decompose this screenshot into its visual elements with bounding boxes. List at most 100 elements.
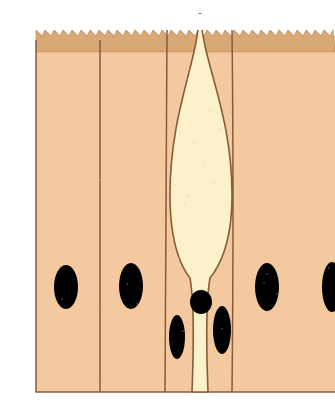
cytoplasm-speckle [166,363,167,364]
cytoplasm-speckle [260,326,261,327]
cytoplasm-speckle [298,207,299,208]
cytoplasm-speckle [199,89,200,90]
cytoplasm-speckle [41,258,42,259]
cytoplasm-speckle [259,209,260,210]
cytoplasm-speckle [117,345,118,346]
cytoplasm-speckle [79,139,80,140]
brush-border-microvilli [36,30,335,52]
cytoplasm-speckle [239,169,240,170]
cytoplasm-speckle [73,192,74,193]
cytoplasm-speckle [67,245,68,246]
cytoplasm-speckle [75,66,76,67]
cytoplasm-speckle [164,164,165,165]
nucleus-columnar-3 [255,263,279,311]
cytoplasm-speckle [156,343,157,344]
cytoplasm-speckle [207,235,208,236]
cytoplasm-speckle [114,64,115,65]
nucleus-goblet [190,290,212,314]
cytoplasm-speckle [47,205,48,206]
cytoplasm-speckle [178,257,179,258]
cytoplasm-speckle [193,142,194,143]
cytoplasm-speckle [221,328,222,329]
cytoplasm-speckle [235,96,236,97]
cytoplasm-speckle [300,81,301,82]
cytoplasm-speckle [122,210,123,211]
cytoplasm-speckle [134,104,135,105]
cytoplasm-speckle [229,149,230,150]
cytoplasm-speckle [49,79,50,80]
cytoplasm-speckle [43,132,44,133]
cytoplasm-speckle [322,320,323,321]
cytoplasm-speckle [282,240,283,241]
cytoplasm-speckle [288,187,289,188]
cytoplasm-speckle [261,83,262,84]
cytoplasm-speckle [174,184,175,185]
nucleus-basal-1 [169,315,185,359]
cytoplasm-speckle [245,116,246,117]
cytoplasm-speckle [116,263,117,264]
cytoplasm-speckle [233,222,234,223]
cytoplasm-speckle [172,310,173,311]
cytoplasm-speckle [217,255,218,256]
cytoplasm-speckle [191,268,192,269]
cytoplasm-speckle [249,189,250,190]
cytoplasm-speckle [101,378,102,379]
cytoplasm-speckle [302,280,303,281]
cytoplasm-speckle [118,137,119,138]
cytoplasm-speckle [255,136,256,137]
cytoplasm-speckle [185,321,186,322]
cytoplasm-speckle [223,202,224,203]
cytoplasm-speckle [95,106,96,107]
cytoplasm-speckle [268,147,269,148]
cytoplasm-speckle [253,262,254,263]
nucleus-basal-2 [213,306,231,354]
cytoplasm-speckle [63,172,64,173]
cytoplasm-speckle [126,283,127,284]
cytoplasm-speckle [93,232,94,233]
cytoplasm-speckle [294,134,295,135]
cytoplasm-speckle [203,162,204,163]
cytoplasm-speckle [316,373,317,374]
cytoplasm-speckle [262,200,263,201]
cytoplasm-speckle [197,215,198,216]
cytoplasm-speckle [284,114,285,115]
cytoplasm-speckle [205,361,206,362]
cytoplasm-speckle [195,341,196,342]
cytoplasm-speckle [320,121,321,122]
cytoplasm-speckle [227,275,228,276]
cytoplasm-speckle [280,366,281,367]
cytoplasm-speckle [162,290,163,291]
cytoplasm-speckle [326,68,327,69]
cytoplasm-speckle [51,278,52,279]
cytoplasm-speckle [292,260,293,261]
cytoplasm-speckle [308,227,309,228]
cytoplasm-speckle [61,298,62,299]
cytoplasm-speckle [201,288,202,289]
cytoplasm-speckle [296,333,297,334]
cytoplasm-speckle [65,371,66,372]
cytoplasm-speckle [103,252,104,253]
cytoplasm-speckle [328,267,329,268]
cytoplasm-speckle [231,348,232,349]
cytoplasm-speckle [150,71,151,72]
cytoplasm-speckle [44,214,45,215]
cytoplasm-speckle [154,144,155,145]
cytoplasm-speckle [107,325,108,326]
cytoplasm-speckle [132,230,133,231]
cytoplasm-speckle [180,131,181,132]
cytoplasm-speckle [215,381,216,382]
cytoplasm-speckle [211,308,212,309]
cytoplasm-speckle [57,225,58,226]
cytoplasm-speckle [128,157,129,158]
goblet-opening [197,14,203,30]
cytoplasm-speckle [219,129,220,130]
cytoplasm-speckle [46,88,47,89]
cytoplasm-speckle [55,351,56,352]
cytoplasm-speckle [168,237,169,238]
cytoplasm-speckle [39,59,40,60]
cytoplasm-speckle [243,242,244,243]
cytoplasm-speckle [190,151,191,152]
cytoplasm-speckle [170,111,171,112]
cytoplasm-speckle [266,273,267,274]
